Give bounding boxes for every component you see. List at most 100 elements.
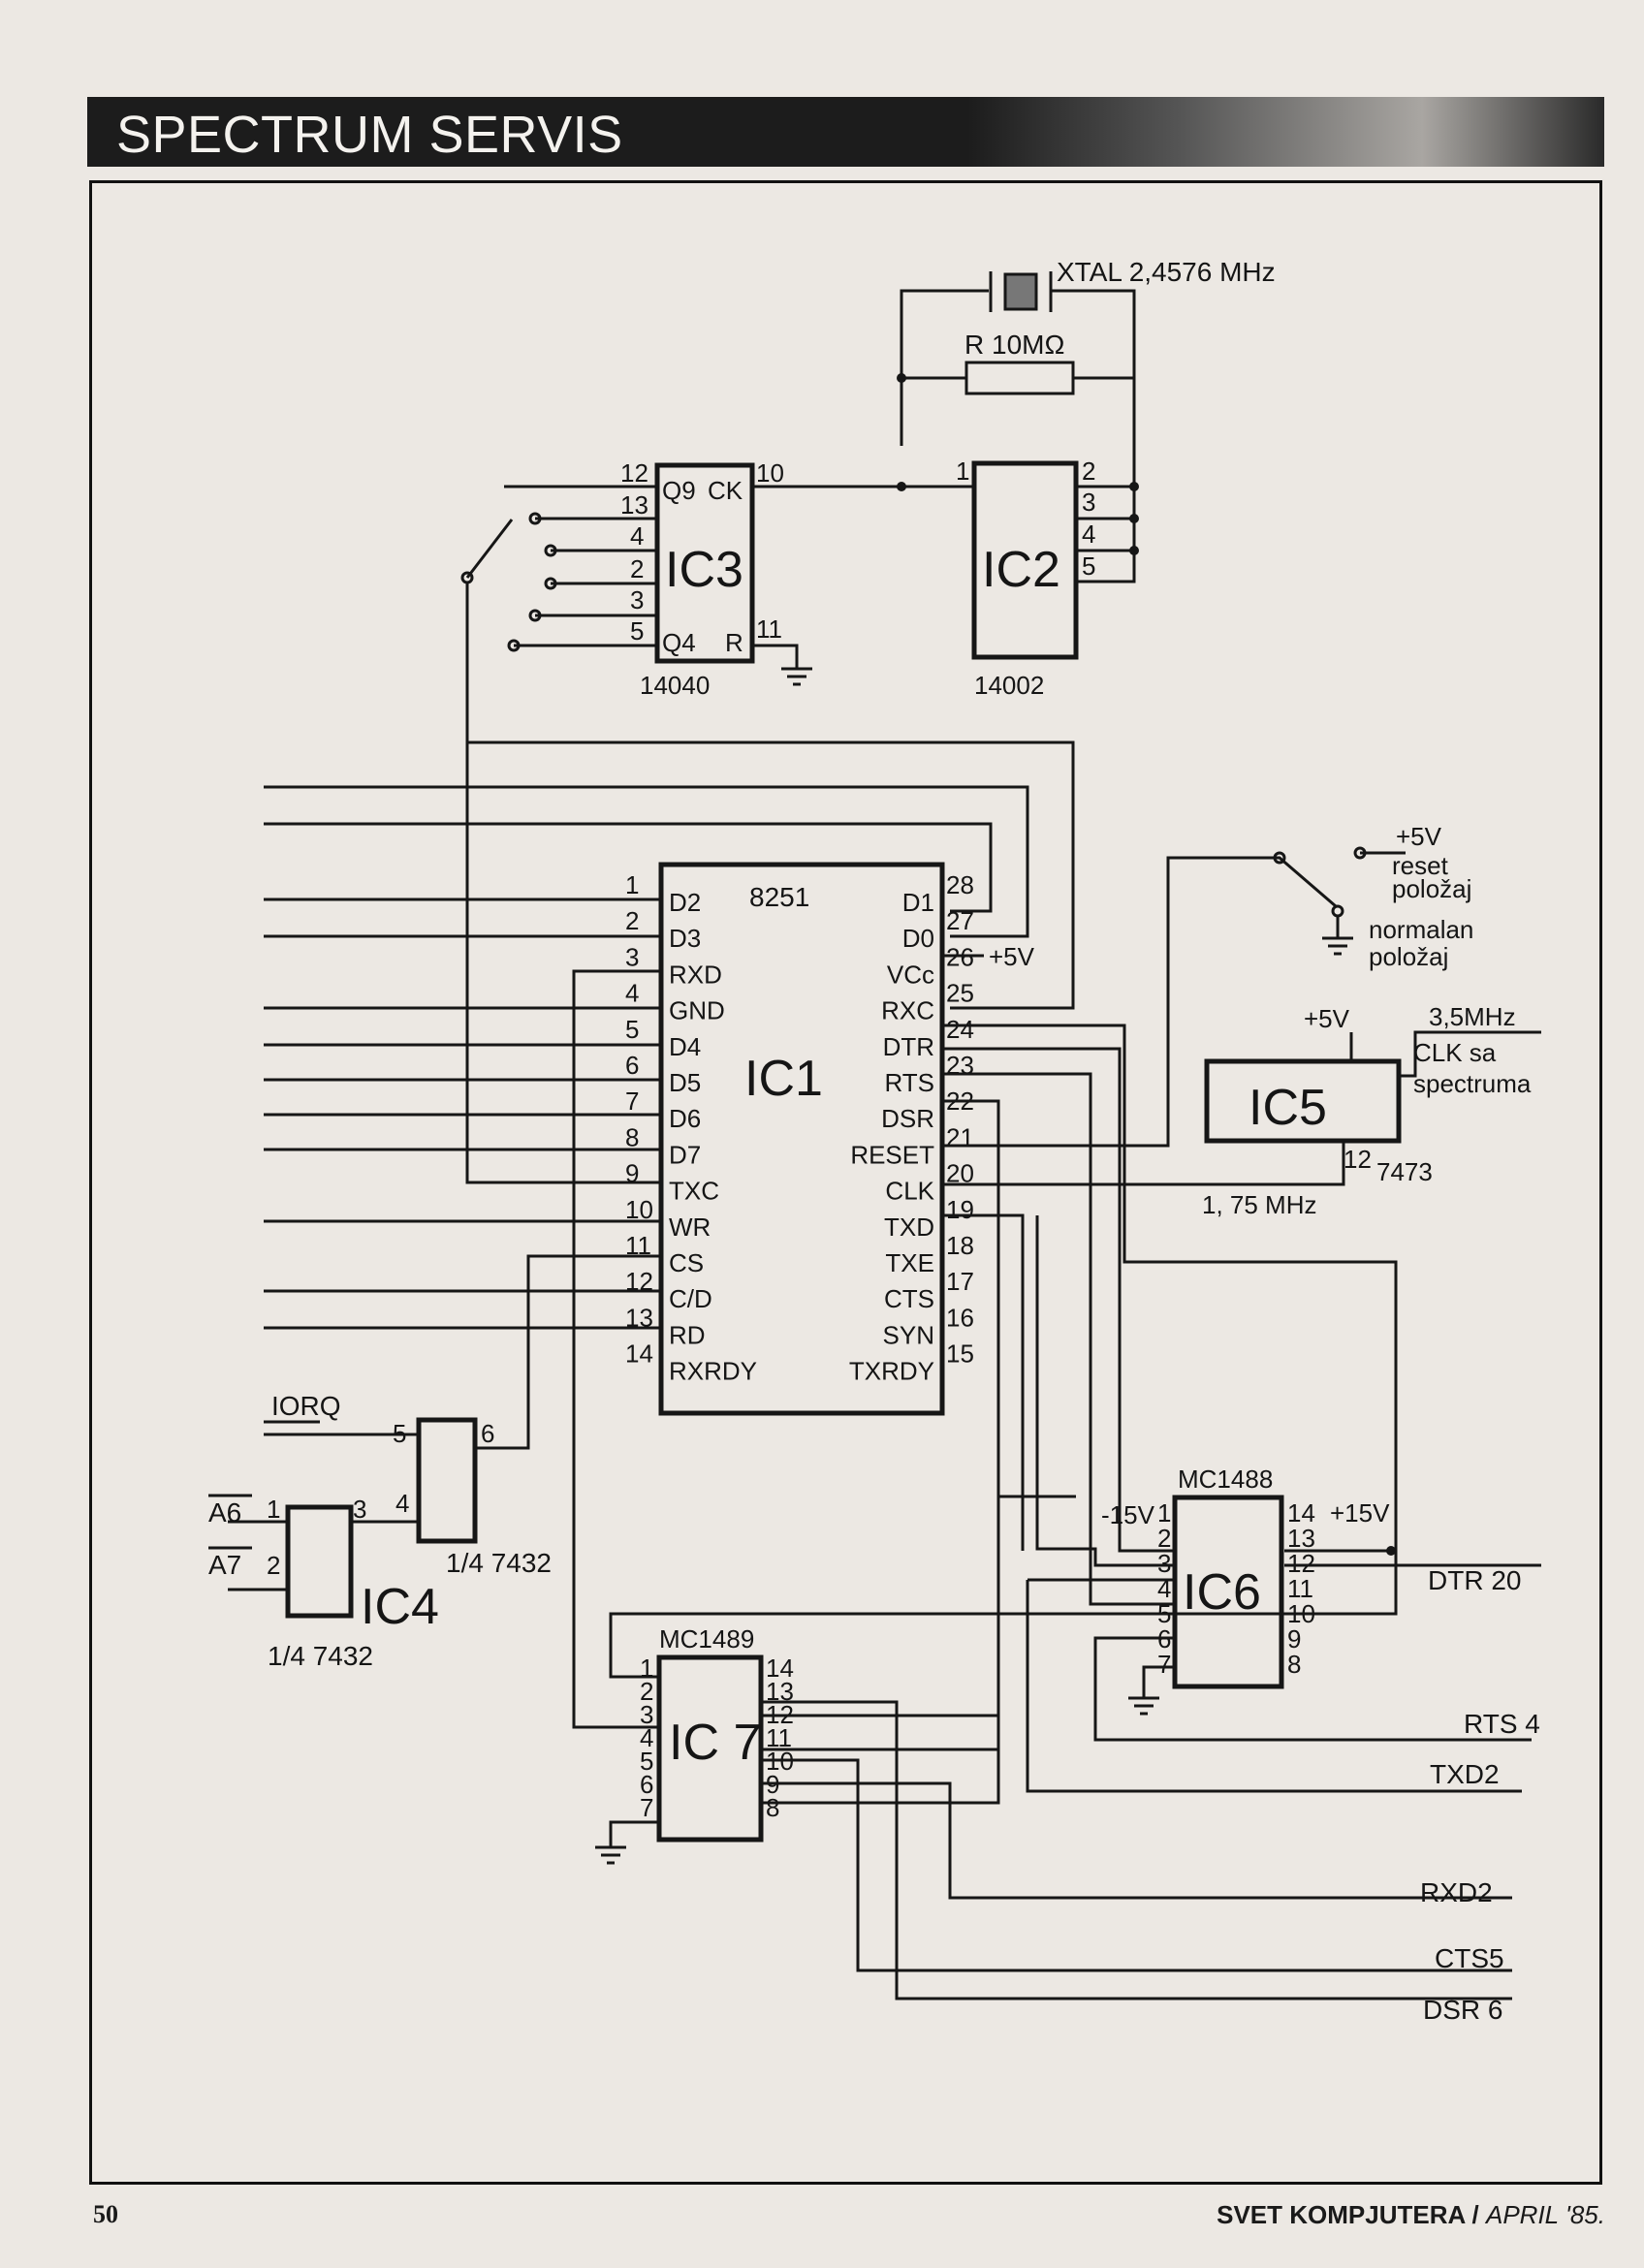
ic5-clock-out: 1, 75 MHz — [1202, 1190, 1317, 1219]
ic1-pin-signal: D4 — [669, 1032, 701, 1061]
ic6-pin: 14 — [1287, 1498, 1315, 1528]
ic1-pin-number: 24 — [946, 1015, 974, 1044]
ic1-pin-signal: C/D — [669, 1284, 712, 1313]
output-dtr: DTR 20 — [1428, 1565, 1521, 1595]
ic1-pin-number: 7 — [625, 1087, 639, 1116]
ic1-pin-signal: RTS — [884, 1068, 934, 1097]
ic6-pin: 1 — [1157, 1498, 1171, 1528]
output-txd: TXD2 — [1430, 1759, 1500, 1789]
ic2-pin: 5 — [1082, 551, 1095, 581]
a6-label: A6 — [208, 1497, 241, 1528]
reset-pos-label: reset — [1392, 851, 1449, 880]
ic6-pin: 12 — [1287, 1549, 1315, 1578]
ic6-pin: 13 — [1287, 1524, 1315, 1553]
ic3-name: IC3 — [665, 542, 743, 598]
ic6-pin: 3 — [1157, 1549, 1171, 1578]
ic4-name: IC4 — [361, 1579, 439, 1635]
ic3-r: R — [725, 628, 743, 657]
ic4-pin: 2 — [267, 1551, 280, 1580]
ic3-ck: CK — [708, 476, 743, 505]
ic4b-pin: 4 — [395, 1489, 409, 1518]
ic5-name: IC5 — [1249, 1080, 1327, 1136]
ic1-pin-signal: D7 — [669, 1140, 701, 1169]
a7-label: A7 — [208, 1550, 241, 1580]
ic5-clock-note: spectruma — [1413, 1069, 1532, 1098]
crystal-oscillator: XTAL 2,4576 MHz R 10MΩ — [897, 257, 1276, 552]
ic1-pin-number: 14 — [625, 1339, 653, 1369]
resistor-icon — [964, 361, 1075, 395]
ic7-pin: 11 — [766, 1723, 792, 1752]
ic6-pin: 9 — [1287, 1624, 1301, 1654]
normal-pos-label: položaj — [1369, 942, 1448, 971]
ic2-pin: 3 — [1082, 488, 1095, 517]
ic1-pin-signal: RXD — [669, 960, 722, 989]
ic4-pin: 3 — [353, 1495, 366, 1524]
ic3-q9: Q9 — [662, 476, 696, 505]
ic2-name: IC2 — [982, 542, 1060, 598]
page-number: 50 — [93, 2200, 118, 2228]
ic1-pin-number: 16 — [946, 1303, 974, 1332]
ic1-pin-number: 13 — [625, 1303, 653, 1332]
ic2-pin: 4 — [1082, 520, 1095, 549]
ic7-part: MC1489 — [659, 1624, 754, 1654]
ic1-pin-number: 25 — [946, 979, 974, 1008]
ic5-pin: 12 — [1344, 1145, 1372, 1174]
ic1-pin-number: 1 — [625, 870, 639, 899]
ic5-clock-note: CLK sa — [1413, 1038, 1497, 1067]
ic1-vcc-label: +5V — [989, 942, 1035, 971]
footer-separator: / — [1465, 2200, 1486, 2229]
ic7-name: IC 7 — [669, 1715, 761, 1771]
ic1-usart: 8251 IC1 1D22D33RXD4GND5D46D57D68D79TXC1… — [625, 862, 1035, 1416]
ic7-pin: 2 — [640, 1677, 653, 1706]
iorq-label: IORQ — [271, 1391, 341, 1421]
selector-switch-icon — [465, 519, 514, 579]
ic7-pin: 6 — [640, 1770, 653, 1799]
ic1-pin-signal: CLK — [885, 1177, 934, 1206]
reset-pos-label: položaj — [1392, 874, 1471, 903]
schematic-frame — [89, 180, 1602, 2185]
resistor-label: R 10MΩ — [964, 330, 1064, 360]
header-bar — [87, 97, 1604, 167]
ic1-pin-signal: DSR — [881, 1104, 934, 1133]
ic1-pin-number: 27 — [946, 906, 974, 935]
ic1-pin-number: 18 — [946, 1231, 974, 1260]
ic2-gate: IC2 1 2 3 4 5 14002 — [956, 457, 1139, 700]
ic1-pin-number: 21 — [946, 1122, 974, 1151]
ic1-pin-signal: TXC — [669, 1177, 719, 1206]
ic1-pin-signal: RXRDY — [669, 1357, 757, 1386]
ic6-part: MC1488 — [1178, 1465, 1273, 1494]
ic1-pin-number: 11 — [625, 1231, 651, 1260]
ic1-pin-number: 8 — [625, 1122, 639, 1151]
ic1-pin-number: 4 — [625, 979, 639, 1008]
ic3-pin: 4 — [630, 521, 644, 551]
ic1-pin-signal: CS — [669, 1248, 704, 1277]
ic3-pin: 2 — [630, 554, 644, 583]
ic7-pin: 8 — [766, 1793, 779, 1822]
ic7-pin: 5 — [640, 1747, 653, 1776]
ic1-pin-signal: SYN — [883, 1320, 934, 1349]
ic5-supply: +5V — [1304, 1004, 1350, 1033]
output-dsr: DSR 6 — [1423, 1995, 1502, 2025]
ic1-pin-signal: TXD — [884, 1213, 934, 1242]
ic1-pin-signal: D5 — [669, 1068, 701, 1097]
ic1-right-pins: 28D127D026VCc25RXC24DTR23RTS22DSR21RESET… — [849, 870, 974, 1386]
ic6-neg-supply: -15V — [1101, 1500, 1155, 1529]
output-rxd: RXD2 — [1420, 1877, 1493, 1907]
section-title: SPECTRUM SERVIS — [116, 106, 623, 164]
ic1-pin-number: 17 — [946, 1267, 974, 1296]
ic1-pin-number: 6 — [625, 1051, 639, 1080]
ic2-pin: 2 — [1082, 457, 1095, 486]
ic1-name: IC1 — [744, 1051, 823, 1107]
ic1-pin-number: 2 — [625, 906, 639, 935]
ic1-pin-signal: WR — [669, 1213, 711, 1242]
ic1-pin-signal: RXC — [881, 996, 934, 1025]
ic6-pin: 8 — [1287, 1650, 1301, 1679]
ic3-pin: 13 — [620, 490, 648, 520]
crystal-icon — [1003, 272, 1038, 311]
ic1-pin-signal: TXE — [885, 1248, 934, 1277]
crystal-label: XTAL 2,4576 MHz — [1057, 257, 1276, 287]
ic1-pin-signal: D1 — [902, 888, 934, 917]
